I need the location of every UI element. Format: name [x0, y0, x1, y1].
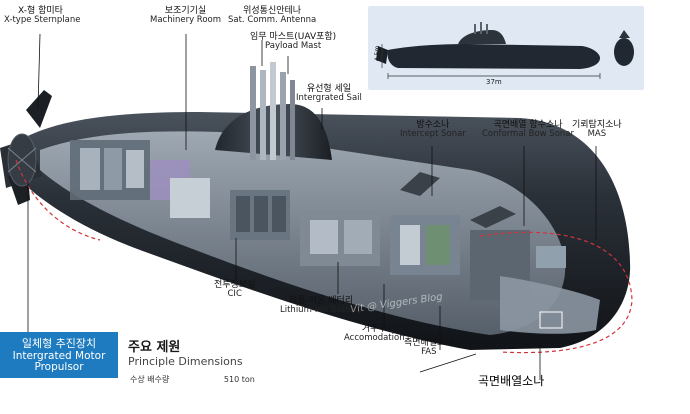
label-integrated-sail: 유선형 세일 Intergrated Sail [296, 84, 362, 104]
propulsor-callout: 일체형 추진장치 Intergrated Motor Propulsor [0, 332, 118, 378]
inset-illustration [368, 6, 644, 90]
label-mas: 기뢰탐지소나 MAS [572, 120, 622, 140]
label-machinery-room: 보조기기실 Machinery Room [150, 6, 221, 26]
label-intercept-sonar: 방수소나 Intercept Sonar [400, 120, 466, 140]
label-accomodation: 거주구 Accomodation [344, 324, 405, 344]
specs-row: 수상 배수량 510 ton [130, 374, 255, 385]
label-cic: 전투정보실 CIC [214, 280, 255, 300]
inset-side-view: 37m 4.5m [368, 6, 644, 90]
sail [215, 62, 332, 160]
label-payload-mast: 임무 마스트(UAV포함) Payload Mast [250, 32, 336, 52]
bottom-caption: 곡면배열소나 [478, 372, 544, 389]
inset-length-label: 37m [486, 78, 502, 86]
label-sat-comm-antenna: 위성통신안테나 Sat. Comm. Antenna [228, 6, 316, 26]
label-fas: 측면배열소나 FAS [404, 338, 454, 358]
principle-dimensions-header: 주요 제원 Principle Dimensions [128, 336, 243, 368]
label-conformal-bow-sonar: 곡면배열 함수소나 Conformal Bow Sonar [482, 120, 574, 140]
inset-height-label: 4.5m [374, 46, 381, 61]
label-sternplane: X-형 함미타 X-type Sternplane [4, 6, 80, 26]
